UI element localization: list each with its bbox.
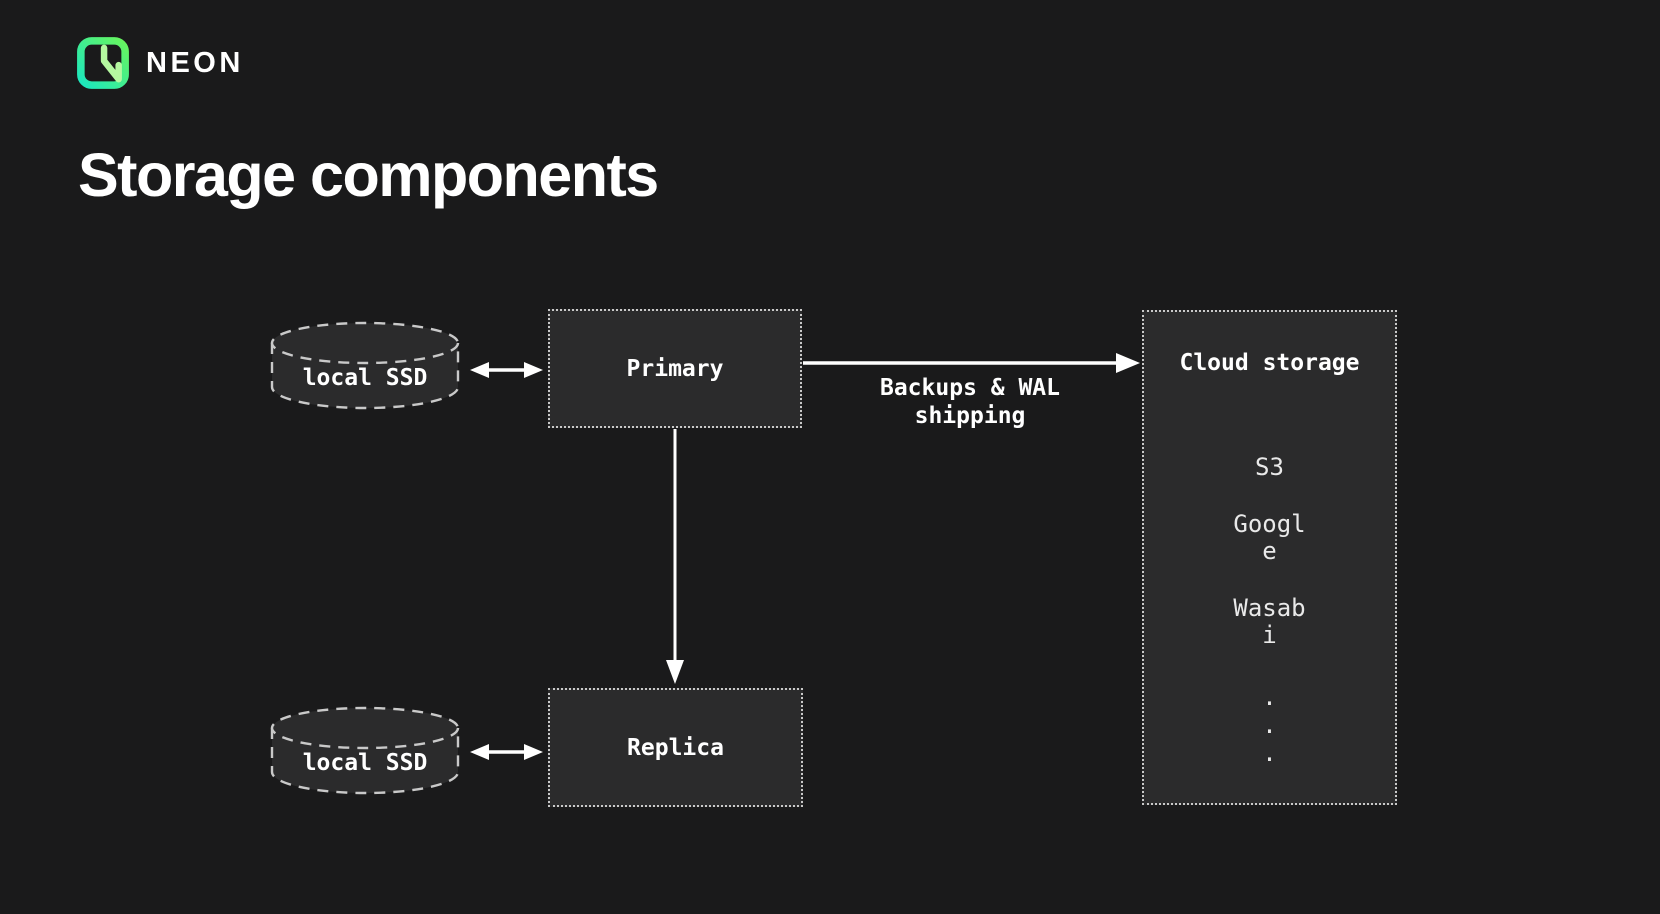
node-primary: Primary <box>548 309 802 428</box>
node-local-ssd-bottom: local SSD <box>266 700 464 800</box>
cloud-provider-s3: S3 <box>1255 453 1284 481</box>
node-label: Primary <box>626 355 724 382</box>
cloud-storage-title: Cloud storage <box>1179 350 1360 376</box>
node-replica: Replica <box>548 688 803 807</box>
arrow-primary-cloud <box>803 353 1140 373</box>
ellipsis-dots: . . . <box>1262 683 1276 767</box>
node-label: Replica <box>627 734 724 761</box>
cloud-provider-google: Google <box>1233 510 1306 565</box>
page-title: Storage components <box>78 141 659 209</box>
ellipsis-dot: . <box>1262 739 1277 767</box>
edge-label-backups-wal: Backups & WAL shipping <box>879 375 1060 429</box>
node-label: local SSD <box>302 365 428 391</box>
node-label: local SSD <box>302 750 428 776</box>
neon-logo-icon <box>77 37 129 89</box>
node-local-ssd-top: local SSD <box>266 315 464 415</box>
cylinder-shape <box>270 321 460 410</box>
neon-wordmark: NEON <box>146 46 244 79</box>
cloud-provider-wasabi: Wasabi <box>1233 594 1306 649</box>
ellipsis-dot: . <box>1262 711 1277 739</box>
arrow-primary-replica <box>666 429 684 684</box>
node-cloud-storage: Cloud storage S3 Google Wasabi . . . <box>1142 310 1397 805</box>
cylinder-shape <box>270 706 460 795</box>
ellipsis-dot: . <box>1262 683 1277 711</box>
arrow-ssd-replica <box>470 744 543 760</box>
arrow-ssd-primary <box>470 362 543 378</box>
neon-logo: NEON <box>76 36 244 90</box>
